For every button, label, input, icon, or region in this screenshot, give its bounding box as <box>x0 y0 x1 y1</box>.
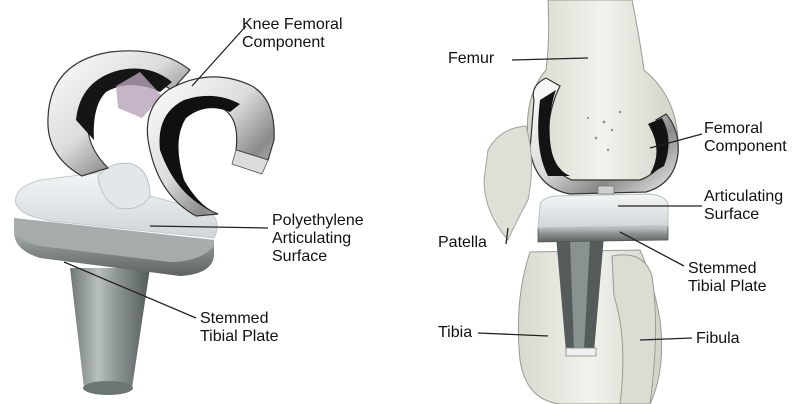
left-tibial-stem <box>70 268 150 395</box>
right-articulating-surface <box>538 194 668 228</box>
label-line: Knee Femoral <box>242 16 343 34</box>
label-articulating-surface: Articulating Surface <box>704 188 783 224</box>
label-line: Tibial Plate <box>200 328 279 346</box>
right-tibial-plate <box>538 226 668 242</box>
label-patella: Patella <box>438 234 487 252</box>
label-femur: Femur <box>448 50 494 68</box>
label-line: Femur <box>448 50 494 68</box>
label-fibula: Fibula <box>696 330 740 348</box>
label-line: Polyethylene <box>272 212 364 230</box>
label-polyethylene-articulating-surface: Polyethylene Articulating Surface <box>272 212 364 266</box>
label-right-stemmed-tibial-plate: Stemmed Tibial Plate <box>688 260 767 296</box>
label-knee-femoral-component: Knee Femoral Component <box>242 16 343 52</box>
label-line: Patella <box>438 234 487 252</box>
label-line: Tibia <box>438 324 472 342</box>
label-line: Fibula <box>696 330 740 348</box>
label-line: Femoral <box>704 120 787 138</box>
label-line: Component <box>704 138 787 156</box>
label-line: Stemmed <box>688 260 767 278</box>
label-femoral-component: Femoral Component <box>704 120 787 156</box>
label-line: Surface <box>272 248 364 266</box>
label-left-stemmed-tibial-plate: Stemmed Tibial Plate <box>200 310 279 346</box>
label-line: Tibial Plate <box>688 278 767 296</box>
label-line: Stemmed <box>200 310 279 328</box>
label-line: Surface <box>704 206 783 224</box>
patella-bone <box>484 126 532 240</box>
label-line: Articulating <box>272 230 364 248</box>
label-tibia: Tibia <box>438 324 472 342</box>
label-line: Articulating <box>704 188 783 206</box>
label-line: Component <box>242 34 343 52</box>
